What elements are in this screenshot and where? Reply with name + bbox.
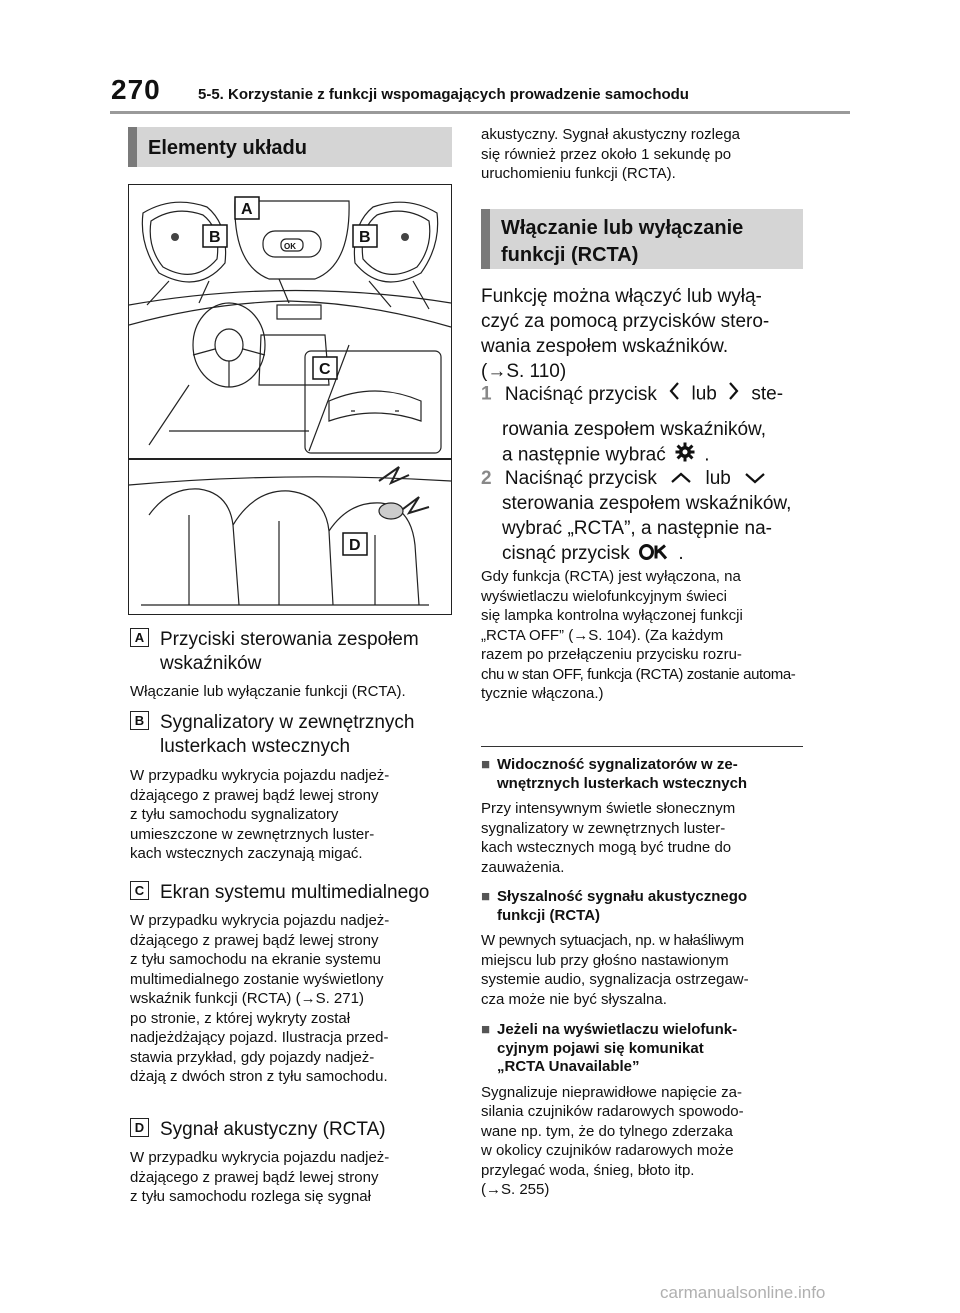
item-a-title: Przyciski sterowania zespołem wskaźników (160, 629, 419, 674)
chevron-right-icon (728, 381, 740, 408)
note-rcta-off: Gdy funkcja (RCTA) jest wyłączona, na wy… (481, 568, 796, 702)
cockpit-and-rear-seat-drawing: A B B C D OK (128, 196, 452, 606)
item-b-desc: W przypadku wykrycia pojazdu nadjeż- dża… (130, 767, 390, 862)
step-2: 2 Naciśnąć przycisk lub sterowania zespo… (481, 466, 811, 567)
figure-label-b-right: B (359, 229, 371, 246)
ok-icon (639, 542, 669, 567)
section-banner-elements: Elementy układu (128, 127, 452, 167)
system-illustration: A B B C D OK (128, 184, 452, 615)
badge-b: B (130, 711, 149, 730)
badge-a: A (130, 628, 149, 647)
intro-text: Funkcję można włączyć lub wyłą- czyć za … (481, 286, 770, 382)
figure-label-d: D (349, 537, 361, 554)
chevron-down-icon (744, 466, 766, 491)
item-b: B (130, 711, 149, 730)
step-1-number: 1 (481, 383, 492, 405)
item-c-desc: W przypadku wykrycia pojazdu nadjeż- dża… (130, 912, 390, 1085)
chevron-up-icon (670, 466, 692, 491)
item-d-title: Sygnał akustyczny (RCTA) (160, 1119, 386, 1140)
bullet-audibility: ■ Słyszalność sygnału akustycznego funkc… (481, 888, 749, 1008)
figure-label-c: C (319, 361, 331, 378)
item-b-title: Sygnalizatory w zewnętrznych lusterkach … (160, 712, 415, 757)
continued-text: akustyczny. Sygnał akustyczny rozlega si… (481, 126, 741, 182)
item-d-desc: W przypadku wykrycia pojazdu nadjeż- dża… (130, 1149, 390, 1205)
bullet-unavailable: ■ Jeżeli na wyświetlaczu wielofunk- cyjn… (481, 1021, 744, 1198)
figure-ok-text: OK (284, 242, 296, 251)
item-a: A (130, 628, 149, 647)
item-a-desc: Włączanie lub wyłączanie funkcji (RCTA). (130, 683, 406, 700)
item-d: D (130, 1118, 149, 1137)
gear-icon (675, 442, 695, 469)
figure-label-b-left: B (209, 229, 221, 246)
item-c: C (130, 881, 149, 900)
badge-d: D (130, 1118, 149, 1137)
page-number: 270 (111, 74, 161, 105)
header-rule (110, 111, 850, 114)
step-1: 1 Naciśnąć przycisk lub ste- rowania zes… (481, 381, 811, 469)
section-banner-toggle: Włączanie lub wyłączanie funkcji (RCTA) (481, 209, 803, 269)
badge-c: C (130, 881, 149, 900)
chapter-title: 5-5. Korzystanie z funkcji wspomagającyc… (198, 86, 689, 103)
chevron-left-icon (668, 381, 680, 408)
watermark: carmanualsonline.info (660, 1283, 826, 1302)
figure-label-a: A (241, 201, 253, 218)
item-c-title: Ekran systemu multimedialnego (160, 882, 430, 903)
step-2-number: 2 (481, 468, 492, 489)
section-divider (481, 746, 803, 747)
bullet-visibility: ■ Widoczność sygnalizatorów w ze- wnętrz… (481, 756, 748, 876)
